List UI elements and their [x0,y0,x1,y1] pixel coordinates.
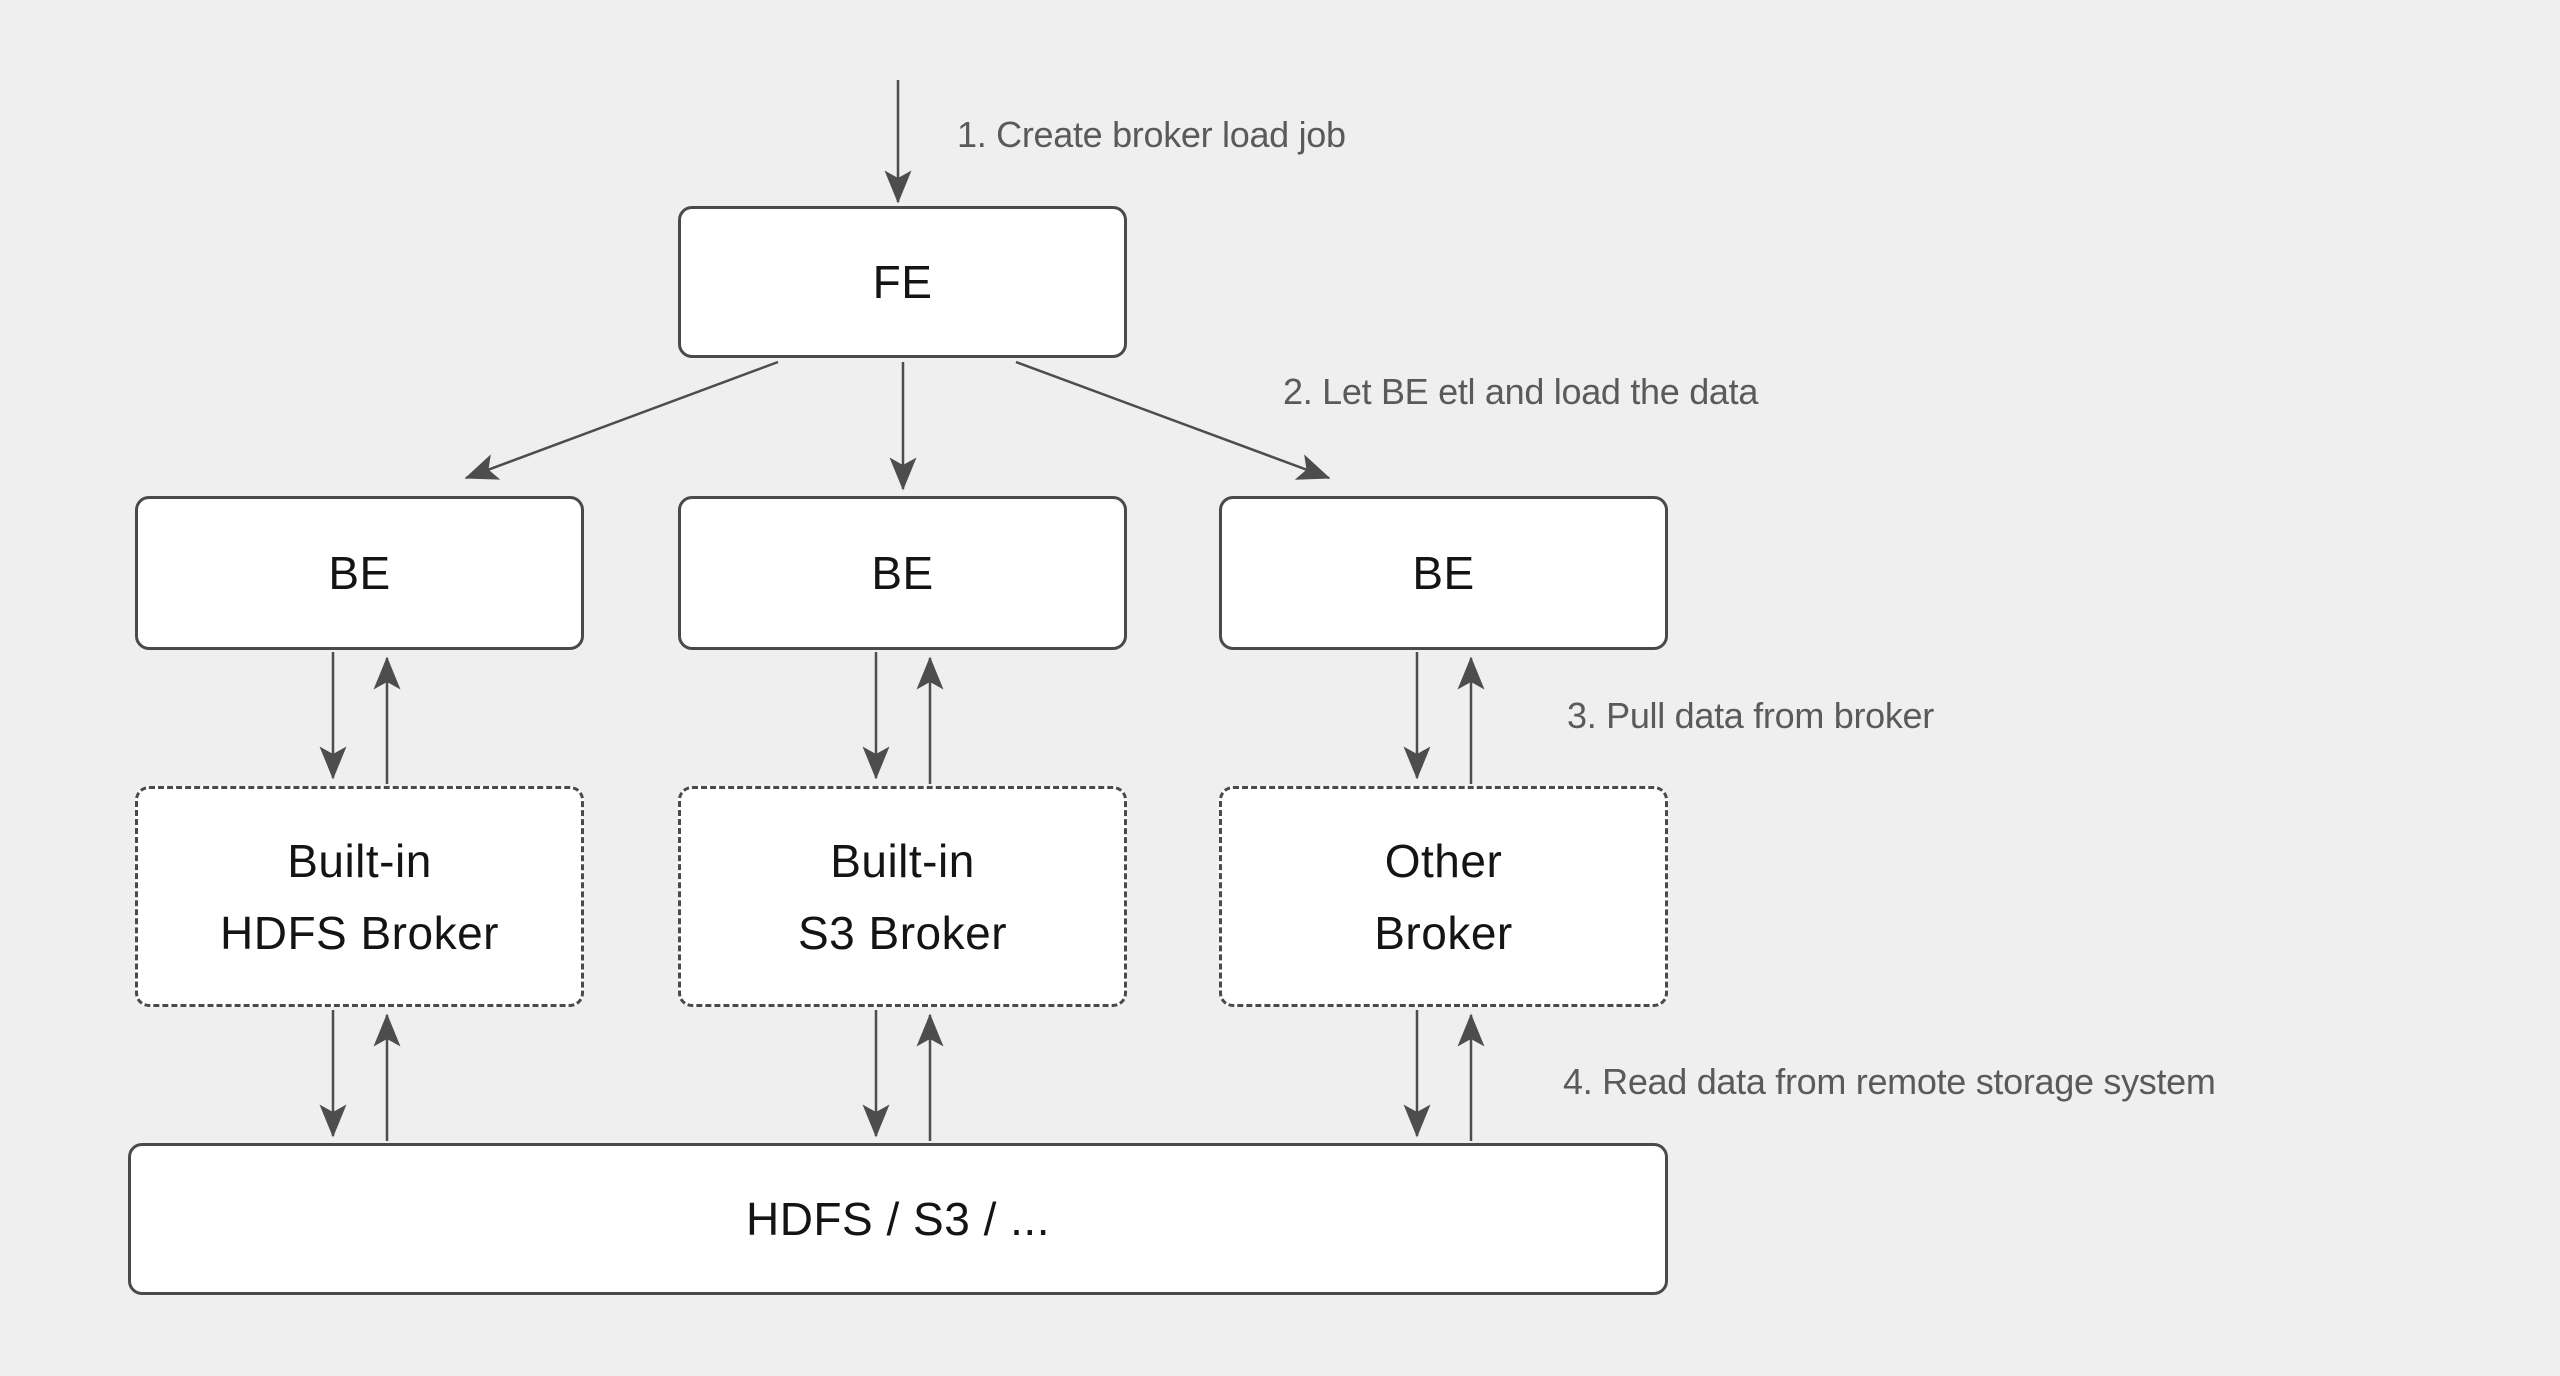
be-node-3: BE [1219,496,1668,650]
builtin-s3-broker-node: Built-in S3 Broker [678,786,1127,1007]
builtin-hdfs-broker-node: Built-in HDFS Broker [135,786,584,1007]
other-broker-node: Other Broker [1219,786,1668,1007]
storage-node: HDFS / S3 / ... [128,1143,1668,1295]
storage-node-label: HDFS / S3 / ... [745,1193,1050,1245]
be-node-1: BE [135,496,584,650]
annotation-step-2: 2. Let BE etl and load the data [1283,371,1759,412]
be-node-2: BE [678,496,1127,650]
be-node-3-label: BE [1412,547,1475,599]
arrow-fe-to-be-3 [1015,360,1331,480]
other-broker-line1: Other [1384,834,1503,887]
fe-node-label: FE [872,256,933,308]
builtin-hdfs-broker-line1: Built-in [287,834,432,887]
other-broker-line2: Broker [1374,906,1513,959]
builtin-hdfs-broker-line2: HDFS Broker [220,906,499,959]
annotation-step-3: 3. Pull data from broker [1567,695,1934,736]
builtin-s3-broker-line1: Built-in [830,834,975,887]
fe-node: FE [678,206,1127,358]
arrow-fe-to-be-1 [464,360,779,480]
be-node-1-label: BE [328,547,391,599]
builtin-s3-broker-line2: S3 Broker [797,906,1008,959]
annotation-step-4: 4. Read data from remote storage system [1563,1061,2216,1102]
be-node-2-label: BE [871,547,934,599]
annotation-step-1: 1. Create broker load job [957,114,1346,155]
